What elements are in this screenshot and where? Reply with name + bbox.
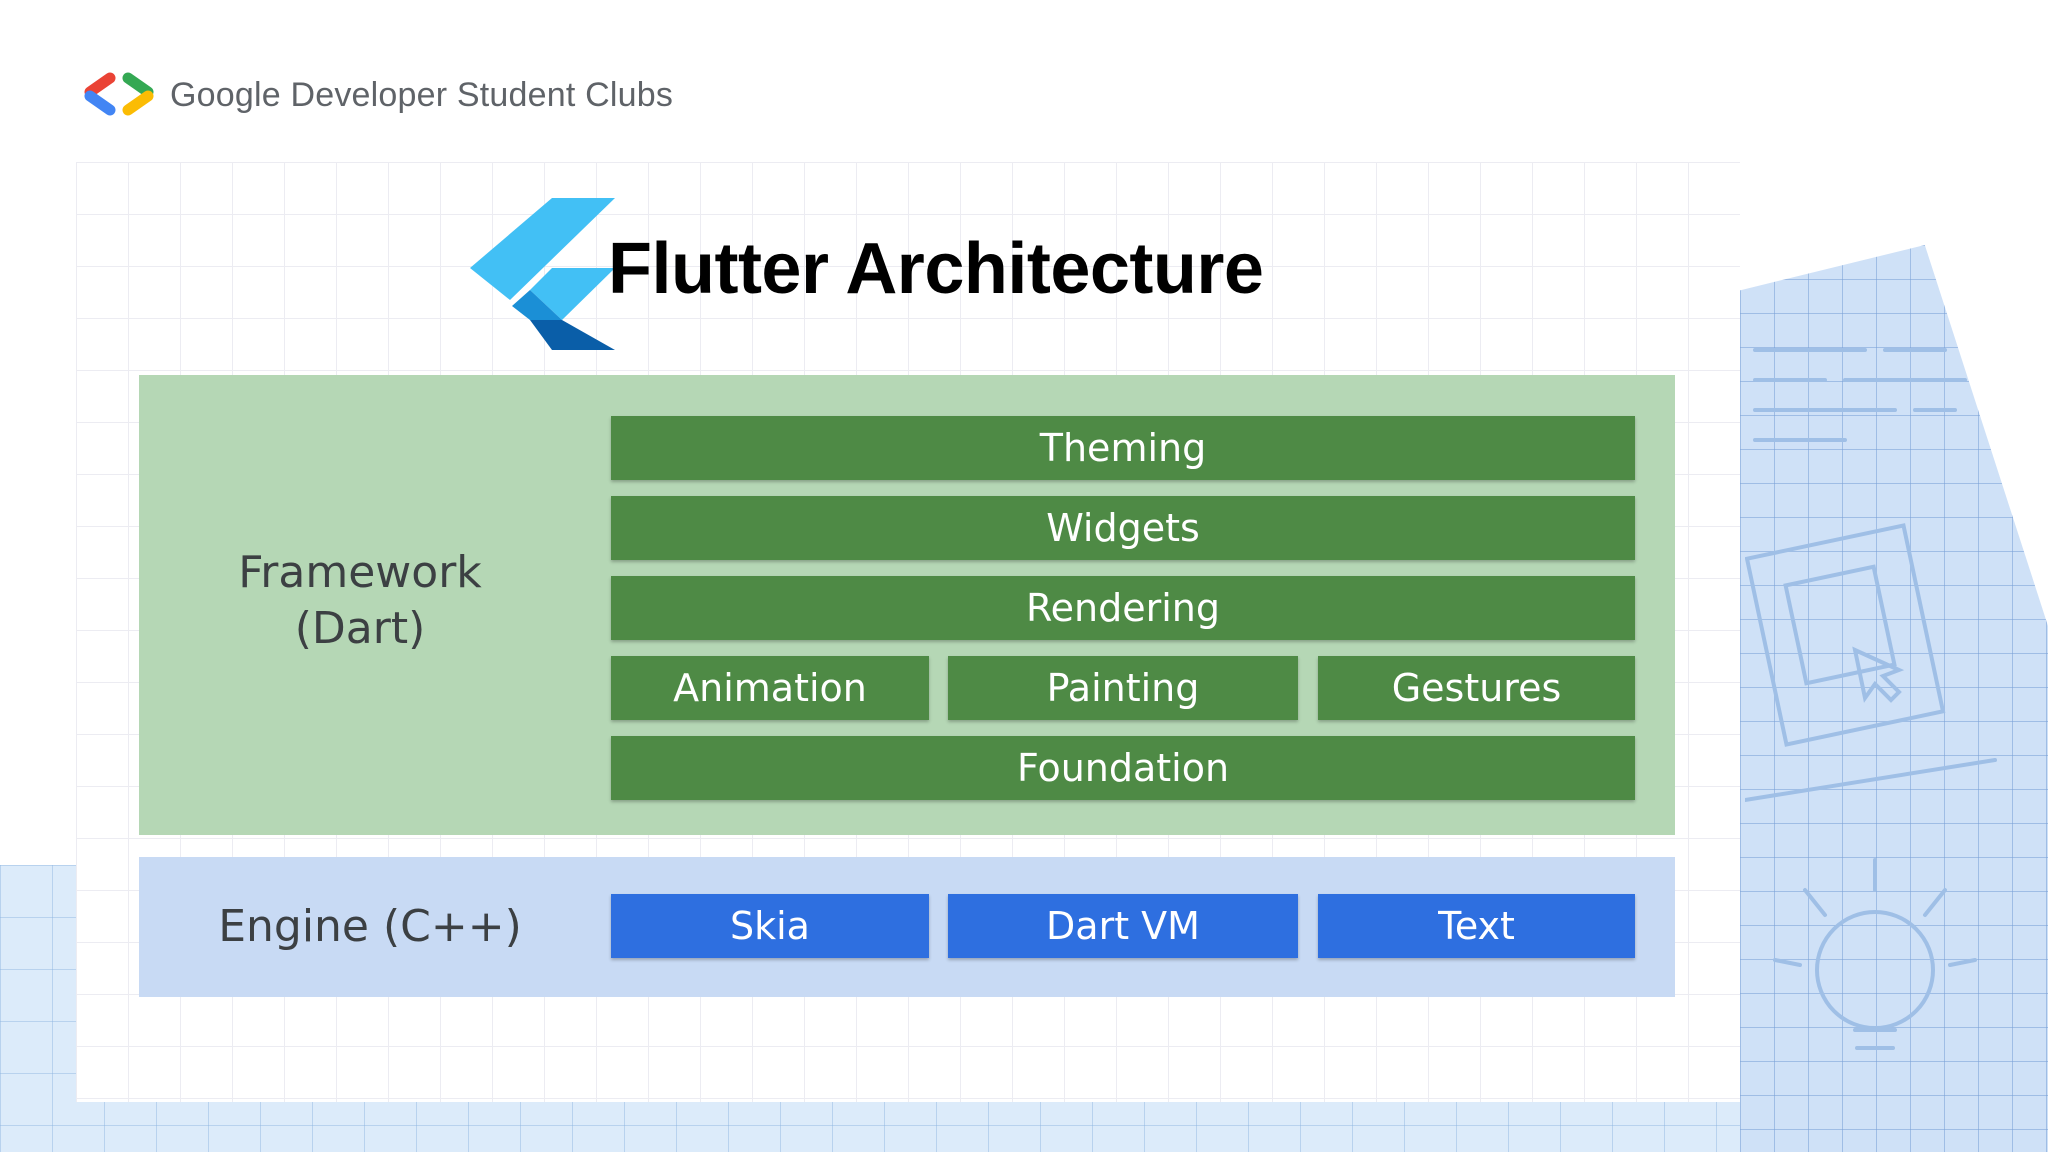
flutter-logo-icon — [470, 198, 615, 350]
engine-text: Text — [1318, 894, 1635, 958]
layer-painting: Painting — [948, 656, 1298, 720]
layer-theming: Theming — [611, 416, 1635, 480]
gdsc-logo-icon — [84, 72, 154, 116]
page-title: Flutter Architecture — [608, 229, 1264, 309]
framework-label-language: (Dart) — [294, 603, 426, 654]
engine-label: Engine (C++) — [218, 901, 522, 952]
layer-rendering: Rendering — [611, 576, 1635, 640]
sketch-illustration — [1745, 348, 1997, 1050]
layer-animation: Animation — [611, 656, 929, 720]
engine-dart-vm: Dart VM — [948, 894, 1298, 958]
engine-skia: Skia — [611, 894, 929, 958]
framework-label-name: Framework — [238, 547, 482, 598]
framework-label: Framework (Dart) — [190, 545, 530, 657]
layer-widgets: Widgets — [611, 496, 1635, 560]
layer-gestures: Gestures — [1318, 656, 1635, 720]
gdsc-header: Google Developer Student Clubs — [82, 70, 673, 120]
gdsc-brand-text: Google Developer Student Clubs — [170, 75, 674, 114]
layer-foundation: Foundation — [611, 736, 1635, 800]
